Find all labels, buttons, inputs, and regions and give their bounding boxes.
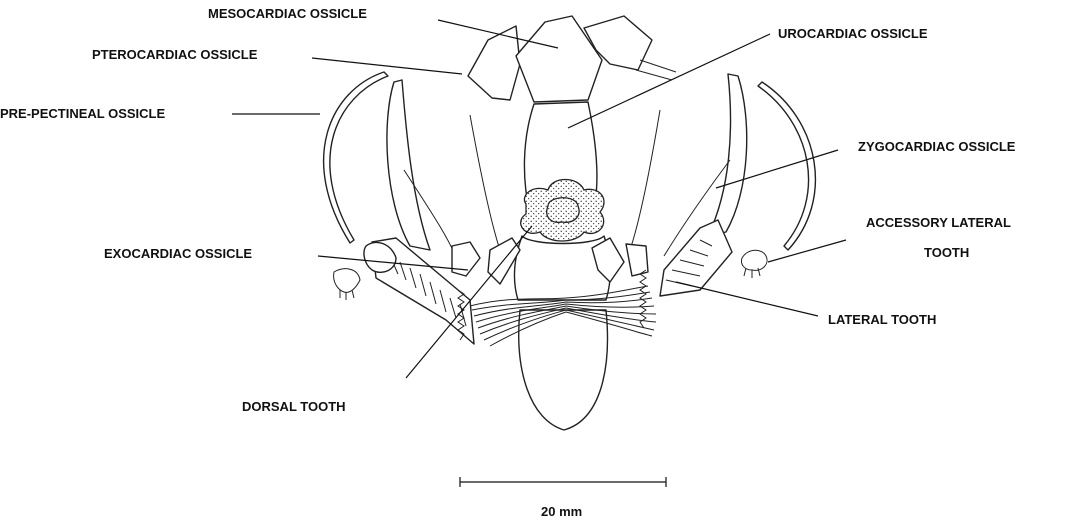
label-exocardiac-ossicle: EXOCARDIAC OSSICLE <box>104 246 252 261</box>
accessory-lateral-tooth-right <box>741 250 767 278</box>
label-dorsal-tooth: DORSAL TOOTH <box>242 399 346 414</box>
scale-bar: 20 mm <box>460 477 666 519</box>
zygocardiac-ossicle-right <box>708 74 747 236</box>
label-zygocardiac-ossicle: ZYGOCARDIAC OSSICLE <box>858 139 1016 154</box>
scale-bar-label: 20 mm <box>541 504 582 519</box>
gastric-mill-drawing <box>324 16 816 430</box>
label-urocardiac-ossicle: UROCARDIAC OSSICLE <box>778 26 928 41</box>
posterior-process <box>519 310 608 430</box>
label-mesocardiac-ossicle: MESOCARDIAC OSSICLE <box>208 6 367 21</box>
dorsal-tooth-head-inner <box>547 198 579 223</box>
label-pterocardiac-ossicle: PTEROCARDIAC OSSICLE <box>92 47 258 62</box>
label-pre-pectineal-ossicle: PRE-PECTINEAL OSSICLE <box>0 106 166 121</box>
zygocardiac-ossicle-left <box>387 80 430 250</box>
label-accessory-lateral-line2: TOOTH <box>924 245 969 260</box>
accessory-lateral-tooth-left <box>334 269 360 300</box>
leader-lateral-tooth <box>676 282 818 316</box>
exocardiac-ossicle-left <box>452 242 480 276</box>
leader-accessory-lateral <box>768 240 846 262</box>
pre-pectineal-ossicle-left <box>324 72 388 243</box>
label-lateral-tooth: LATERAL TOOTH <box>828 312 936 327</box>
lateral-tooth-right <box>660 220 732 296</box>
leader-pterocardiac <box>312 58 462 74</box>
label-accessory-lateral-line1: ACCESSORY LATERAL <box>866 215 1011 230</box>
